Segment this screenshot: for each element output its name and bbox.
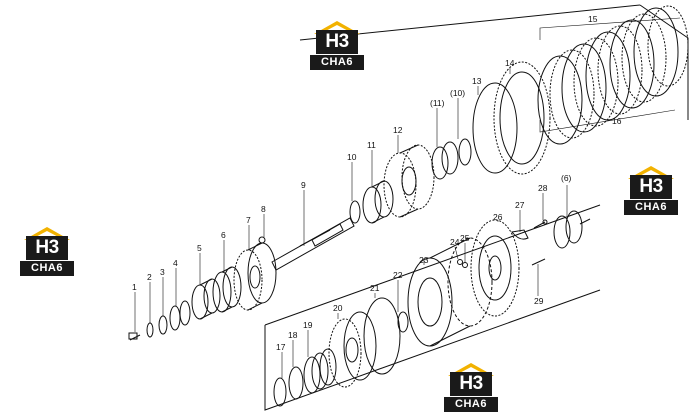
part-11-bearing	[362, 180, 394, 224]
part-14-ring-gear	[493, 61, 551, 175]
part-2-clip	[146, 322, 154, 338]
part-4-rings	[169, 300, 191, 331]
label-part-2: 2	[147, 272, 152, 282]
label-part-3: 3	[160, 267, 165, 277]
label-part-10-paren: (10)	[450, 88, 465, 98]
watermark-logo: H3 CHA6	[620, 165, 682, 217]
part-20-gear	[328, 311, 377, 388]
part-6-bearing	[212, 266, 242, 313]
label-part-12: 12	[393, 125, 403, 135]
part-8-ball	[258, 236, 266, 244]
part-3-washer	[158, 315, 168, 335]
part-22-ring	[397, 311, 409, 333]
part-24-bolt	[457, 259, 463, 265]
watermark-logo: H3 CHA6	[306, 20, 368, 72]
part-13-ring	[472, 82, 518, 174]
label-part-28: 28	[538, 183, 548, 193]
lower-frame-top	[264, 204, 601, 326]
label-part-19: 19	[303, 320, 313, 330]
lower-frame-bottom	[264, 289, 601, 411]
label-part-15: 15	[588, 14, 598, 24]
part-28-bolt	[533, 219, 548, 229]
part-23-drum	[407, 237, 493, 347]
label-part-10: 10	[347, 152, 357, 162]
watermark-h3-text: H3	[26, 236, 68, 260]
label-part-16: 16	[612, 116, 622, 126]
frame-right-line	[639, 4, 689, 120]
label-part-11-paren: (11)	[430, 98, 445, 108]
watermark-cha-text: CHA6	[444, 397, 498, 412]
part-27-clip	[511, 229, 529, 240]
part-6b-bearing	[553, 210, 591, 249]
label-part-21: 21	[370, 283, 380, 293]
label-part-7: 7	[246, 215, 251, 225]
label-part-22: 22	[393, 270, 403, 280]
label-part-18: 18	[288, 330, 298, 340]
watermark-h3-text: H3	[450, 372, 492, 396]
part-5-bearing	[191, 278, 221, 320]
part-1-pin	[128, 332, 141, 341]
watermark-logo: H3 CHA6	[440, 362, 502, 414]
part-29-pin	[531, 258, 546, 266]
watermark-h3-text: H3	[630, 175, 672, 199]
label-part-27: 27	[515, 200, 525, 210]
watermark-h3-text: H3	[316, 30, 358, 54]
part-11b-bearing	[431, 141, 459, 180]
part-26-gear	[470, 219, 520, 317]
label-part-25: 25	[460, 233, 470, 243]
part-9-shaft	[271, 217, 355, 271]
part-21-seal-ring	[363, 297, 401, 375]
label-part-9: 9	[301, 180, 306, 190]
label-part-24: 24	[450, 237, 460, 247]
label-part-29: 29	[534, 296, 544, 306]
label-part-6: 6	[221, 230, 226, 240]
label-part-6-paren: (6)	[561, 173, 572, 183]
part-17-ring	[273, 377, 287, 407]
label-part-17: 17	[276, 342, 286, 352]
part-12-gear	[383, 144, 435, 218]
label-part-1: 1	[132, 282, 137, 292]
label-part-11: 11	[367, 140, 376, 150]
label-part-14: 14	[505, 58, 515, 68]
part-18-ring	[288, 366, 304, 400]
watermark-cha-text: CHA6	[310, 55, 364, 70]
part-10-snap-ring	[349, 200, 361, 224]
watermark-cha-text: CHA6	[624, 200, 678, 215]
watermark-cha-text: CHA6	[20, 261, 74, 276]
part-19-spring	[303, 348, 337, 394]
label-part-23: 23	[419, 255, 429, 265]
part-25-bolt	[462, 262, 468, 268]
label-part-4: 4	[173, 258, 178, 268]
label-part-13: 13	[472, 76, 482, 86]
part-15-16-clutch-pack	[537, 5, 689, 145]
part-7-gear	[233, 242, 277, 311]
watermark-logo: H3 CHA6	[16, 226, 78, 278]
label-part-26: 26	[493, 212, 503, 222]
part-10b-ring	[458, 138, 472, 166]
label-part-5: 5	[197, 243, 202, 253]
label-part-8: 8	[261, 204, 266, 214]
label-part-20: 20	[333, 303, 343, 313]
